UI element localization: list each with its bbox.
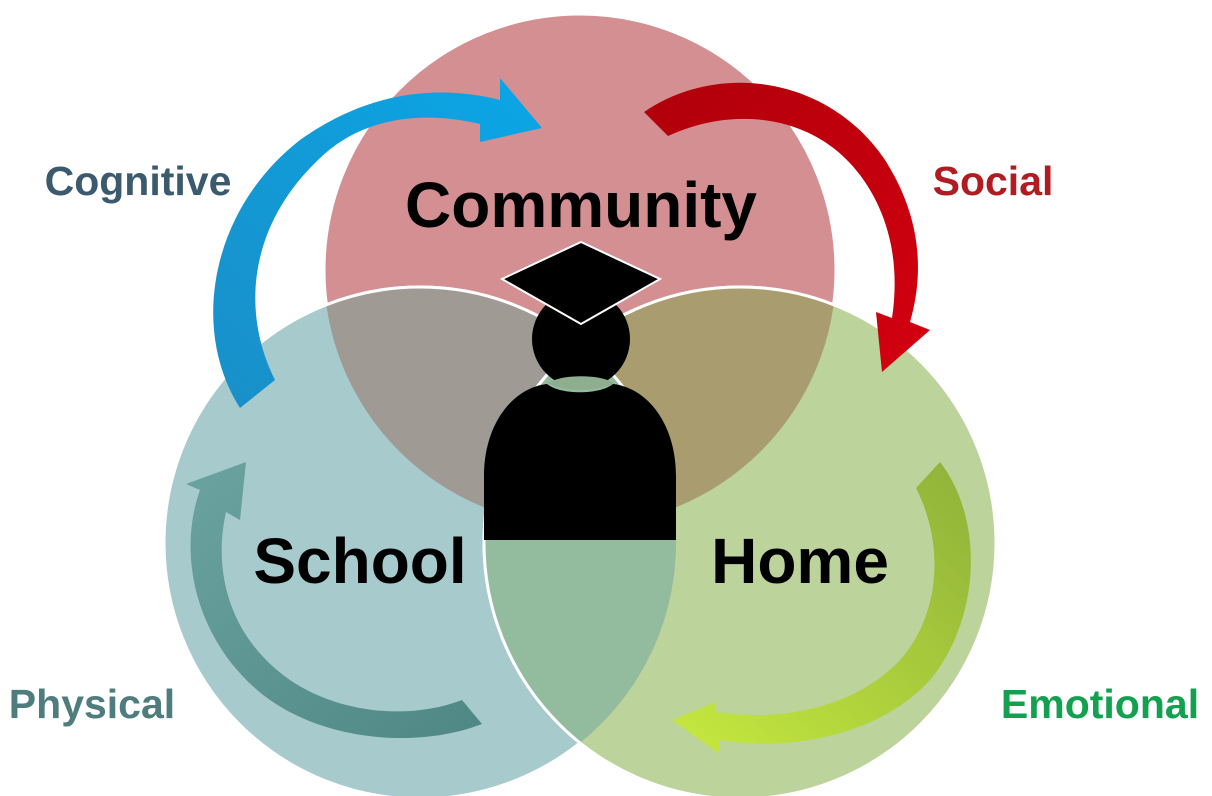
emotional-label: Emotional (1001, 681, 1199, 727)
graduate-student-icon (484, 240, 676, 540)
social-label: Social (933, 158, 1054, 204)
school-label: School (253, 525, 466, 597)
emotional-arrow (672, 462, 971, 754)
home-label: Home (711, 525, 889, 597)
physical-arrow (186, 462, 482, 739)
cognitive-arrow (213, 78, 542, 408)
physical-label: Physical (9, 681, 175, 727)
social-arrow (644, 82, 930, 372)
cognitive-label: Cognitive (45, 158, 232, 204)
community-label: Community (405, 169, 757, 241)
